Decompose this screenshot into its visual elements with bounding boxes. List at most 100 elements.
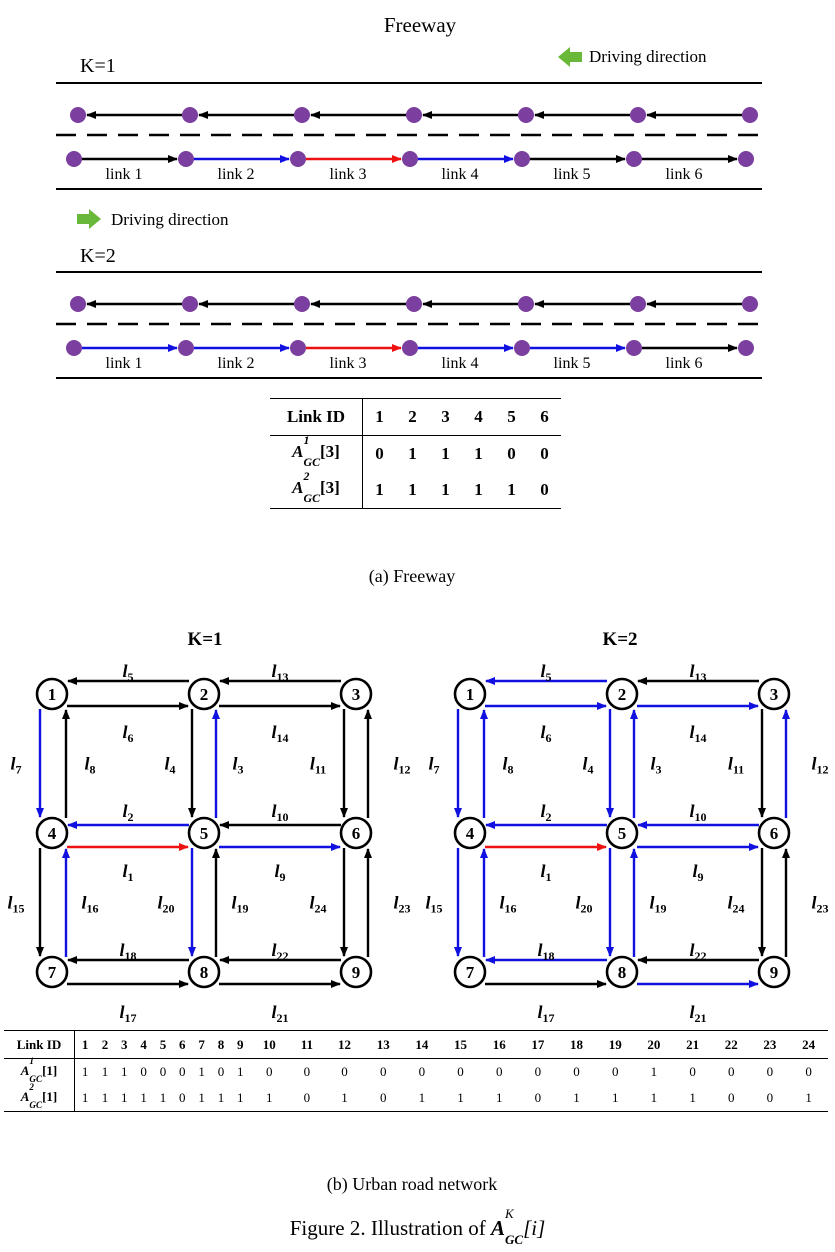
urban-table-cell: 1 [74,1085,96,1112]
freeway-table-header-row: Link ID 1 2 3 4 5 6 [270,398,561,436]
urban-table-cell: 0 [363,1085,403,1112]
urban-table-cell: 1 [191,1085,212,1112]
freeway-table-header-label: Link ID [270,398,363,436]
urban-table-id: 23 [750,1030,790,1059]
urban-link-label: l22 [271,940,288,963]
figure-caption-arg: [i] [523,1216,546,1240]
freeway-table-cell: 1 [495,472,528,509]
freeway-table-id: 6 [528,398,561,436]
urban-link-label: l12 [811,754,828,777]
freeway-table-cell: 1 [362,472,396,509]
urban-node-label: 9 [352,963,361,982]
urban-node [187,816,221,850]
link-label: link 6 [666,166,703,183]
urban-table-cell: 1 [325,1085,364,1112]
urban-node-label: 6 [770,824,779,843]
freeway-table-cell: 1 [474,444,483,463]
urban-link-label: l14 [271,722,288,745]
urban-table-id: 15 [441,1030,480,1059]
urban-node-label: 5 [618,824,627,843]
urban-link-label: l16 [499,893,516,916]
urban-node [453,955,487,989]
urban-table-cell: 0 [457,1064,464,1079]
freeway-table-cell: 1 [408,444,417,463]
urban-node [35,677,69,711]
freeway-node [66,340,82,356]
urban-link-label: l7 [428,754,439,777]
link-label: link 3 [330,355,367,372]
freeway-node [402,151,418,167]
urban-node [339,677,373,711]
freeway-node [182,107,198,123]
urban-table-cell: 0 [140,1064,147,1079]
urban-table-id: 8 [211,1030,231,1059]
urban-table-cell: 0 [750,1085,790,1112]
urban-link-label: l23 [811,893,828,916]
urban-link-label: l8 [502,754,513,777]
urban-table-cell: 0 [611,1064,619,1079]
urban-table-id: 22 [711,1030,751,1059]
urban-link-label: l19 [231,893,248,916]
urban-table-id: 5 [153,1030,173,1059]
urban-table-id: 13 [363,1030,403,1059]
urban-table-cell: 1 [673,1085,712,1112]
urban-link-label: l23 [393,893,410,916]
freeway-table-cell: 0 [540,444,549,463]
urban-link-label: l19 [649,893,666,916]
urban-table-cell: 0 [418,1064,426,1079]
freeway-table-cell: 1 [429,472,462,509]
urban-table-id: 6 [172,1030,192,1059]
freeway-node [738,340,754,356]
urban-table-cell: 0 [266,1064,273,1079]
urban-link-label: l15 [7,893,24,916]
urban-table-id: 2 [95,1030,115,1059]
urban-link-label: l11 [728,754,744,777]
freeway-node [514,340,530,356]
urban-table-cell: 0 [179,1064,186,1079]
urban-node [35,816,69,850]
urban-node-label: 7 [466,963,475,982]
urban-link-label: l1 [540,861,551,884]
urban-table-cell: 0 [379,1064,387,1079]
freeway-caption: (a) Freeway [369,566,455,587]
urban-table-header-label: Link ID [4,1030,75,1059]
urban-node [605,677,639,711]
figure-caption-prefix: Figure 2. Illustration of [289,1216,491,1240]
urban-link-label: l13 [271,661,288,684]
urban-node [453,816,487,850]
freeway-table-id: 4 [462,398,495,436]
urban-link-label: l14 [689,722,706,745]
urban-caption: (b) Urban road network [327,1174,497,1195]
urban-table-cell: 0 [689,1064,696,1079]
urban-link-label: l18 [119,940,136,963]
urban-table-id: 12 [325,1030,364,1059]
urban-table-cell: 0 [303,1064,311,1079]
urban-link-label: l4 [582,754,593,777]
urban-node [339,816,373,850]
urban-table-cell: 1 [634,1085,674,1112]
link-label: link 4 [442,166,479,183]
driving-direction-left-label: Driving direction [589,47,707,66]
urban-link-label: l12 [393,754,410,777]
urban-table-id: 9 [230,1030,250,1059]
urban-table-cell: 1 [249,1085,289,1112]
urban-node-label: 7 [48,963,57,982]
urban-table-cell: 0 [805,1064,812,1079]
urban-node-label: 2 [618,685,627,704]
urban-k1-title: K=1 [187,629,222,650]
urban-link-label: l10 [271,801,288,824]
freeway-node [742,296,758,312]
urban-link-label: l21 [689,1002,706,1025]
urban-table-id: 14 [402,1030,442,1059]
urban-link-label: l24 [309,893,326,916]
freeway-node [738,151,754,167]
urban-node [605,955,639,989]
urban-table-id: 1 [74,1030,96,1059]
urban-link-label: l5 [122,661,133,684]
